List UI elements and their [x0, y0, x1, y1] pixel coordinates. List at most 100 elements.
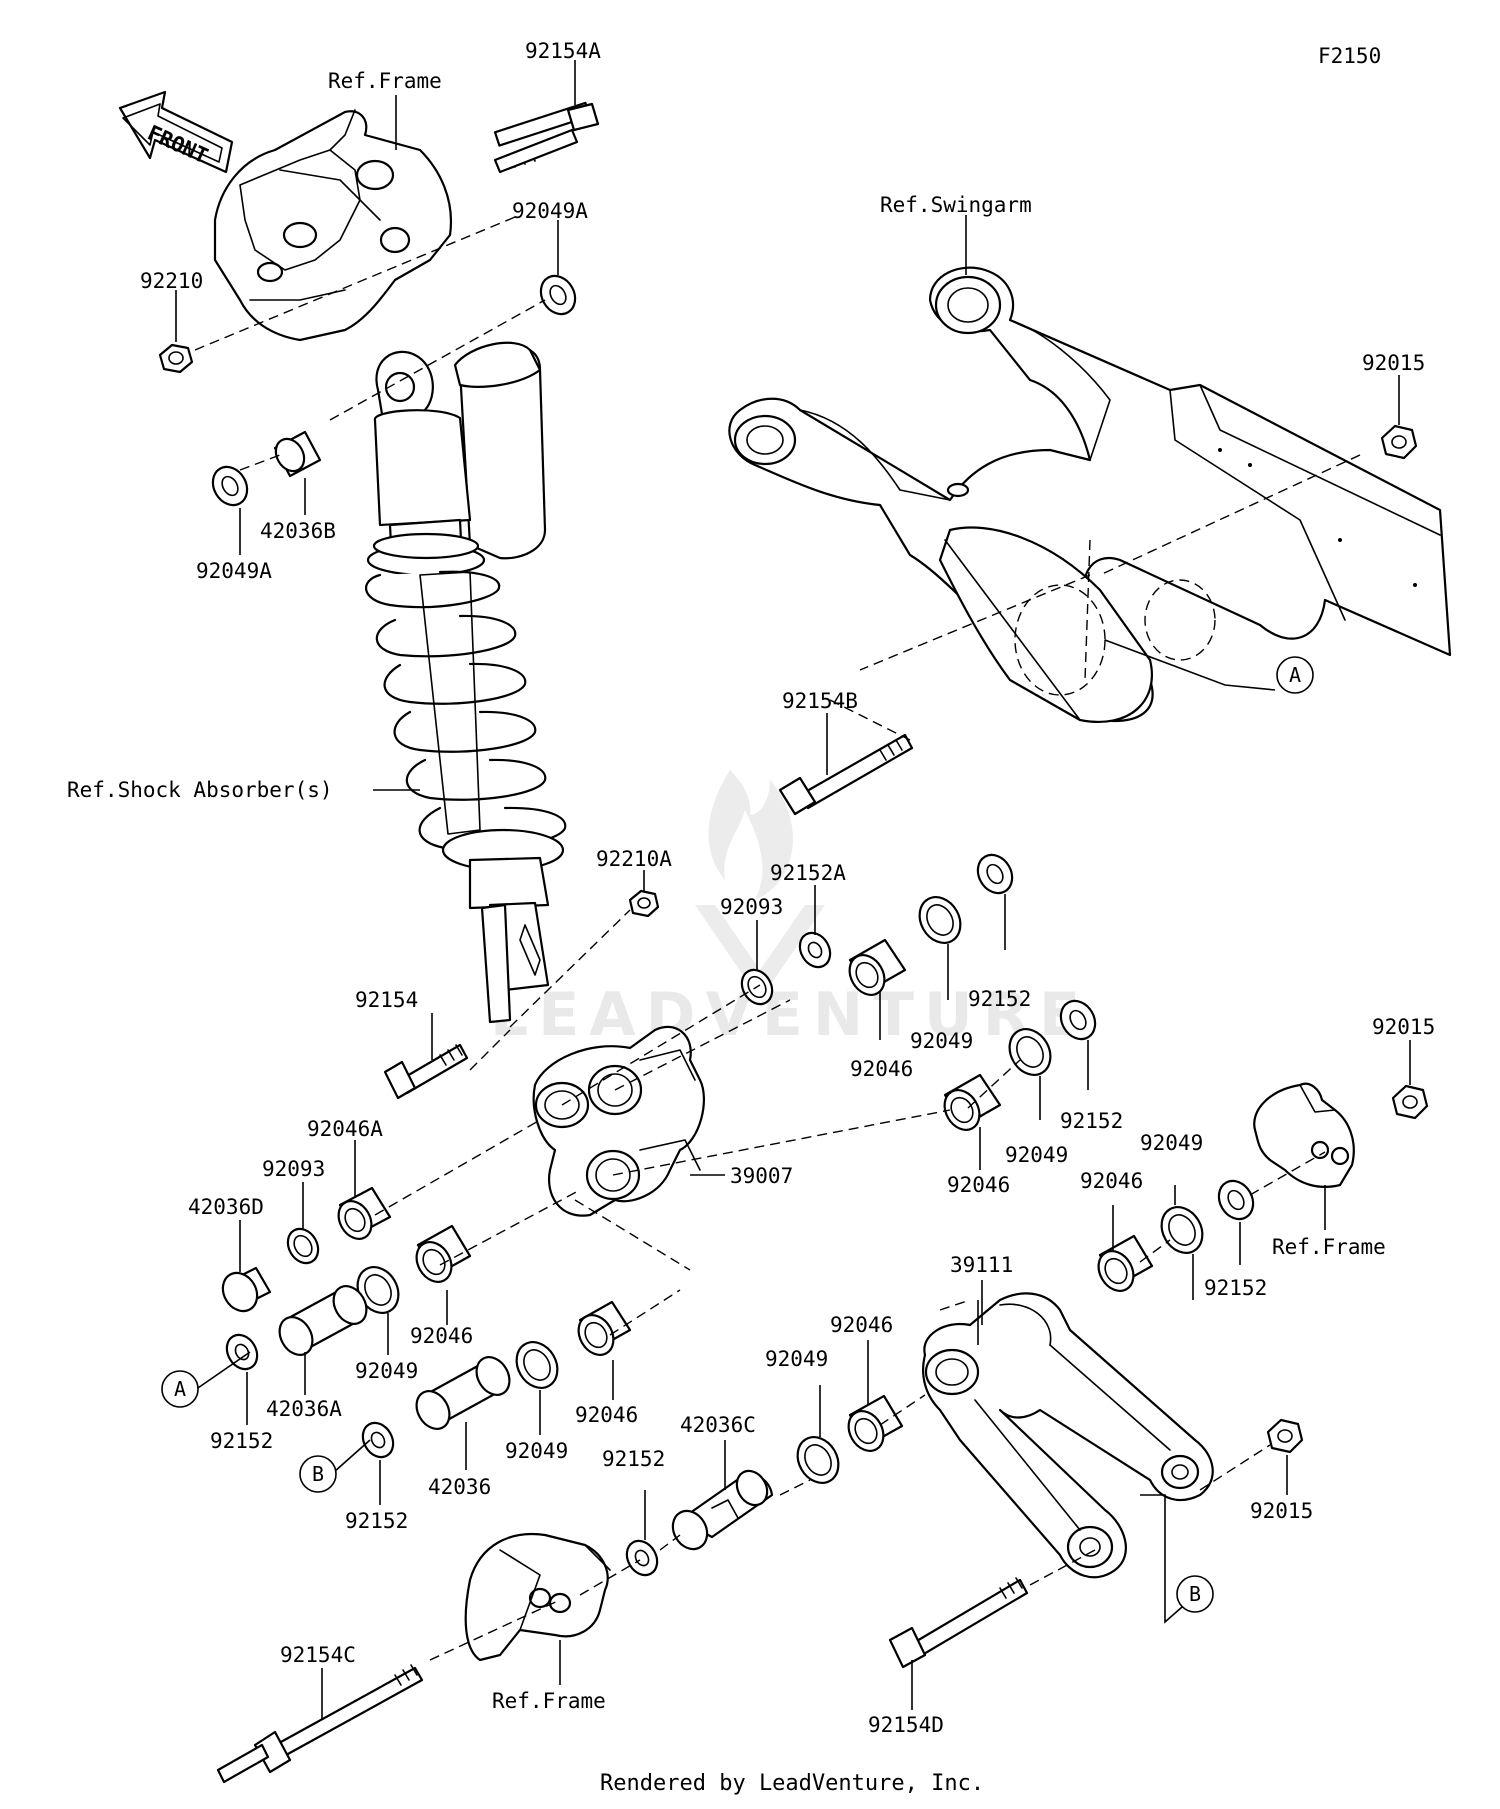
label-92152-d: 92152	[210, 1429, 273, 1453]
label-42036D: 42036D	[188, 1195, 264, 1219]
washer-92152-a	[976, 853, 1014, 895]
label-92152A: 92152A	[770, 861, 846, 885]
label-92154: 92154	[355, 988, 418, 1012]
footer-credit: Rendered by LeadVenture, Inc.	[600, 1771, 984, 1796]
nut-92015-mid	[1391, 1084, 1429, 1120]
washer-92152-e	[361, 1421, 395, 1459]
frame-bot-bracket	[464, 1533, 611, 1662]
label-92152-a: 92152	[968, 987, 1031, 1011]
label-92152-b: 92152	[1060, 1109, 1123, 1133]
bolt-92154A	[493, 101, 600, 174]
seal-92049-b	[1008, 1028, 1052, 1076]
collar-42036D	[221, 1266, 272, 1313]
label-92046-d: 92046	[830, 1313, 893, 1337]
nut-92015-bot	[1266, 1418, 1304, 1454]
rocker-arm-39111	[922, 1292, 1214, 1579]
svg-text:A: A	[174, 1377, 186, 1401]
bearing-92046-d	[577, 1300, 632, 1356]
label-92152-e: 92152	[602, 1447, 665, 1471]
nut-92210	[158, 343, 194, 374]
label-92046-b: 92046	[947, 1173, 1010, 1197]
label-92154C: 92154C	[280, 1643, 356, 1667]
label-92049-f: 92049	[505, 1439, 568, 1463]
label-92046-c: 92046	[1080, 1169, 1143, 1193]
label-92046-a: 92046	[850, 1057, 913, 1081]
svg-text:A: A	[1289, 663, 1301, 687]
label-ref-shock-absorber: Ref.Shock Absorber(s)	[67, 778, 333, 802]
collar-42036C	[671, 1469, 774, 1551]
callout-b-left: B	[299, 1455, 337, 1493]
bolt-92154D	[888, 1577, 1029, 1669]
bearing-92046-f	[847, 1394, 904, 1452]
svg-text:B: B	[1189, 1582, 1201, 1606]
label-42036B: 42036B	[260, 519, 336, 543]
washer-92152-d	[225, 1333, 259, 1371]
label-92152-f: 92152	[345, 1509, 408, 1533]
label-92015-bot: 92015	[1250, 1499, 1313, 1523]
label-92093-top: 92093	[720, 895, 783, 919]
label-92154A: 92154A	[525, 39, 601, 63]
nut-92015-top	[1380, 424, 1418, 460]
nut-92210A	[628, 889, 660, 918]
bolt-92154	[383, 1043, 469, 1100]
label-39007: 39007	[730, 1164, 793, 1188]
bearing-92046-a	[848, 938, 907, 996]
leader-lines	[175, 60, 1411, 1720]
label-42036C: 42036C	[680, 1413, 756, 1437]
watermark-logo	[695, 770, 825, 1000]
washer-92152A	[798, 931, 832, 969]
washer-92049A-left	[211, 465, 249, 507]
bearing-92046-b	[943, 1073, 1002, 1131]
label-92049-e: 92049	[355, 1359, 418, 1383]
label-92049A-left: 92049A	[196, 559, 272, 583]
label-92154B: 92154B	[782, 689, 858, 713]
seal-92049-e	[1160, 1206, 1204, 1254]
label-ref-frame-bot: Ref.Frame	[492, 1689, 606, 1713]
label-92152-c: 92152	[1204, 1276, 1267, 1300]
callout-b-right: B	[1176, 1575, 1214, 1613]
label-42036: 42036	[428, 1475, 491, 1499]
front-arrow-icon: FRONT	[118, 90, 234, 174]
washer-92152-b	[1059, 999, 1097, 1041]
svg-text:B: B	[312, 1462, 324, 1486]
shock-absorber	[364, 341, 567, 1024]
seal-92049-a	[918, 896, 962, 944]
part-labels: 92154A Ref.Frame 92049A 92210 42036B 920…	[67, 39, 1435, 1737]
label-92049A-top: 92049A	[512, 199, 588, 223]
watermark: LEADVENTURE	[490, 980, 1090, 1050]
bearing-92046A	[337, 1186, 392, 1240]
washer-92049A-top	[539, 274, 577, 316]
label-92046-f: 92046	[575, 1403, 638, 1427]
label-92015-mid: 92015	[1372, 1015, 1435, 1039]
bearing-92046-e	[1097, 1234, 1154, 1292]
seal-92049-c	[356, 1266, 400, 1314]
bolt-92154C	[216, 1664, 424, 1784]
seal-92049-d	[515, 1341, 559, 1389]
washer-92152-f	[625, 1539, 659, 1577]
callout-a-left: A	[161, 1370, 199, 1408]
frame-mid-bracket	[1253, 1082, 1355, 1188]
label-92049-c: 92049	[1140, 1131, 1203, 1155]
dashed-axis-lines	[194, 214, 1361, 1661]
label-92049-b: 92049	[1005, 1143, 1068, 1167]
swingarm	[728, 266, 1452, 723]
label-92210A: 92210A	[596, 847, 672, 871]
callout-a-right: A	[1276, 656, 1314, 694]
label-42036A: 42036A	[266, 1397, 342, 1421]
frame-top-bracket	[213, 109, 453, 342]
bearing-92046-c	[415, 1224, 472, 1283]
label-92210: 92210	[140, 269, 203, 293]
label-39111: 39111	[950, 1253, 1013, 1277]
collar-42036B	[273, 430, 322, 478]
label-92093-left: 92093	[262, 1157, 325, 1181]
seal-92049-f	[796, 1436, 840, 1484]
seal-92093-left	[286, 1227, 320, 1265]
collar-42036	[415, 1356, 511, 1430]
label-92046A: 92046A	[307, 1117, 383, 1141]
collar-42036A	[278, 1285, 368, 1356]
diagram-code: F2150	[1318, 44, 1381, 68]
bolt-92154B	[778, 733, 914, 816]
label-92049-d: 92049	[765, 1347, 828, 1371]
